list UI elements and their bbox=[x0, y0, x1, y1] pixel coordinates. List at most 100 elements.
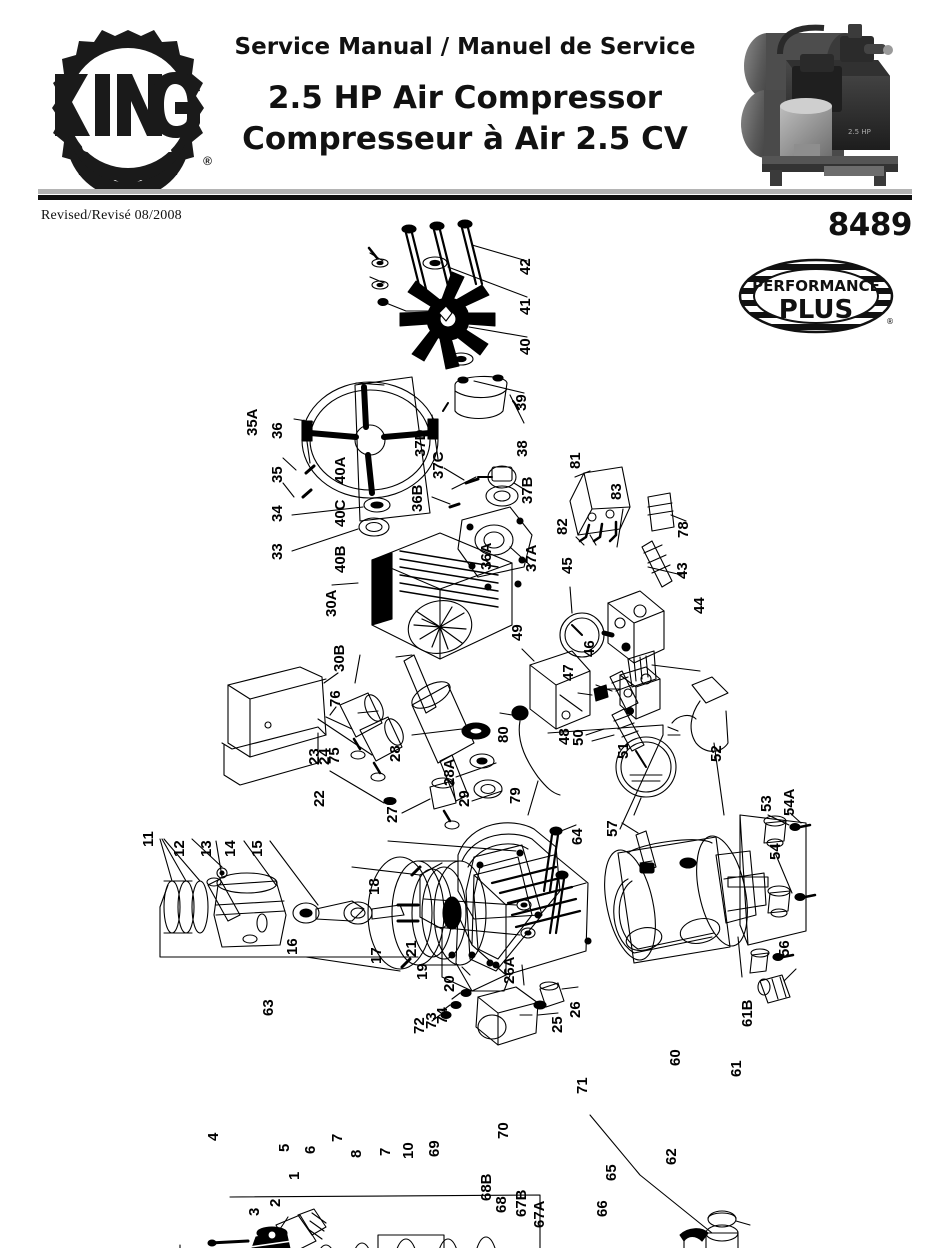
callout-28: 28 bbox=[387, 745, 404, 762]
callout-26A: 26A bbox=[501, 956, 518, 984]
callout-57: 57 bbox=[604, 820, 621, 837]
callout-71: 71 bbox=[574, 1077, 591, 1094]
part-group-crankcase bbox=[351, 822, 592, 1046]
part-group-shaft-parts bbox=[401, 722, 503, 830]
callout-30A: 30A bbox=[323, 589, 340, 617]
callout-23: 23 bbox=[306, 748, 323, 765]
callout-47: 47 bbox=[560, 664, 577, 681]
callout-83: 83 bbox=[608, 483, 625, 500]
page-header: CANADA ® Service Manual / Manuel de Serv… bbox=[0, 0, 950, 190]
callout-5: 5 bbox=[276, 1143, 293, 1152]
callout-11: 11 bbox=[140, 831, 157, 847]
callout-78: 78 bbox=[675, 521, 692, 538]
part-group-motor bbox=[331, 532, 513, 802]
callout-3: 3 bbox=[246, 1207, 263, 1216]
part-group-crank-pulley bbox=[179, 1194, 541, 1248]
badge-registered-mark: ® bbox=[886, 317, 894, 326]
callout-53: 53 bbox=[758, 795, 775, 812]
part-group-piston bbox=[159, 838, 405, 948]
revision-date: Revised/Revisé 08/2008 bbox=[41, 208, 182, 223]
callout-7b: 7 bbox=[377, 1147, 394, 1156]
header-divider-grey bbox=[38, 189, 912, 194]
callout-17: 17 bbox=[368, 947, 385, 964]
callout-40C: 40C bbox=[332, 499, 349, 527]
callout-40B: 40B bbox=[332, 545, 349, 573]
callout-64: 64 bbox=[569, 828, 586, 845]
callout-69: 69 bbox=[426, 1140, 443, 1157]
part-group-drain-valve bbox=[589, 1114, 751, 1248]
king-canada-logo: CANADA ® bbox=[42, 24, 214, 190]
callout-18: 18 bbox=[366, 878, 383, 895]
callout-4: 4 bbox=[205, 1132, 222, 1141]
callout-43: 43 bbox=[674, 562, 691, 579]
callout-50: 50 bbox=[570, 729, 587, 746]
callout-34: 34 bbox=[269, 505, 286, 522]
callout-52: 52 bbox=[708, 745, 725, 762]
callout-65: 65 bbox=[603, 1164, 620, 1181]
callout-16: 16 bbox=[284, 938, 301, 955]
callout-25: 25 bbox=[549, 1016, 566, 1033]
part-group-fan-shroud bbox=[282, 381, 439, 552]
callout-82: 82 bbox=[554, 518, 571, 535]
callout-33: 33 bbox=[269, 543, 286, 560]
callout-76: 76 bbox=[327, 690, 344, 707]
callout-38: 38 bbox=[514, 440, 531, 457]
callout-81: 81 bbox=[567, 452, 584, 469]
callout-6: 6 bbox=[302, 1145, 319, 1154]
callout-56: 56 bbox=[776, 940, 793, 957]
callout-10: 10 bbox=[400, 1142, 417, 1159]
part-group-belt-guard bbox=[221, 666, 339, 786]
callout-36A: 36A bbox=[478, 542, 495, 570]
callout-46: 46 bbox=[581, 640, 598, 657]
callout-19: 19 bbox=[414, 963, 431, 980]
callout-26: 26 bbox=[567, 1001, 584, 1018]
callout-44: 44 bbox=[691, 597, 708, 614]
gear-logo-icon: CANADA bbox=[52, 30, 204, 190]
performance-plus-badge: PERFORMANCE PLUS ® bbox=[738, 258, 898, 334]
callout-12: 12 bbox=[171, 840, 188, 857]
callout-13: 13 bbox=[198, 840, 215, 857]
callout-36B: 36B bbox=[409, 484, 426, 512]
callout-72: 72 bbox=[411, 1017, 428, 1034]
callout-61: 61 bbox=[728, 1060, 745, 1077]
callout-68: 68 bbox=[493, 1196, 510, 1213]
title-block: Service Manual / Manuel de Service 2.5 H… bbox=[215, 34, 715, 160]
badge-line1: PERFORMANCE bbox=[752, 277, 880, 295]
callout-7: 7 bbox=[329, 1133, 346, 1142]
callout-29: 29 bbox=[456, 790, 473, 807]
callout-40A: 40A bbox=[332, 456, 349, 484]
part-group-manifold bbox=[559, 492, 701, 710]
callout-80: 80 bbox=[495, 726, 512, 743]
logo-registered-mark: ® bbox=[203, 154, 212, 168]
callout-51: 51 bbox=[615, 742, 632, 759]
callout-27: 27 bbox=[384, 806, 401, 823]
svg-text:CANADA: CANADA bbox=[81, 137, 175, 156]
part-group-tank bbox=[604, 812, 817, 1004]
callout-37C: 37C bbox=[430, 451, 447, 479]
callout-28A: 28A bbox=[441, 758, 458, 786]
callout-35A: 35A bbox=[244, 408, 261, 436]
callout-1: 1 bbox=[286, 1171, 303, 1180]
callout-42: 42 bbox=[517, 258, 534, 275]
manual-subtitle: Service Manual / Manuel de Service bbox=[234, 34, 696, 60]
callout-54A: 54A bbox=[781, 788, 798, 816]
callout-62: 62 bbox=[663, 1148, 680, 1165]
part-group-flywheel bbox=[159, 840, 543, 972]
callout-67B: 67B bbox=[513, 1189, 530, 1217]
callout-30B: 30B bbox=[331, 644, 348, 672]
callout-67A: 67A bbox=[531, 1200, 548, 1228]
product-photo: 2.5 HP bbox=[728, 14, 903, 190]
callout-54: 54 bbox=[767, 843, 784, 860]
product-title-fr: Compresseur à Air 2.5 CV bbox=[242, 120, 688, 157]
callout-49: 49 bbox=[509, 624, 526, 641]
callout-61B: 61B bbox=[739, 999, 756, 1027]
callout-37B: 37B bbox=[519, 476, 536, 504]
callout-60: 60 bbox=[667, 1049, 684, 1066]
callout-2: 2 bbox=[267, 1198, 284, 1207]
header-divider-black bbox=[38, 195, 912, 200]
callout-41: 41 bbox=[517, 298, 534, 315]
callout-68B: 68B bbox=[478, 1173, 495, 1201]
callout-35: 35 bbox=[269, 466, 286, 483]
part-group-bearing-housing bbox=[354, 376, 533, 591]
